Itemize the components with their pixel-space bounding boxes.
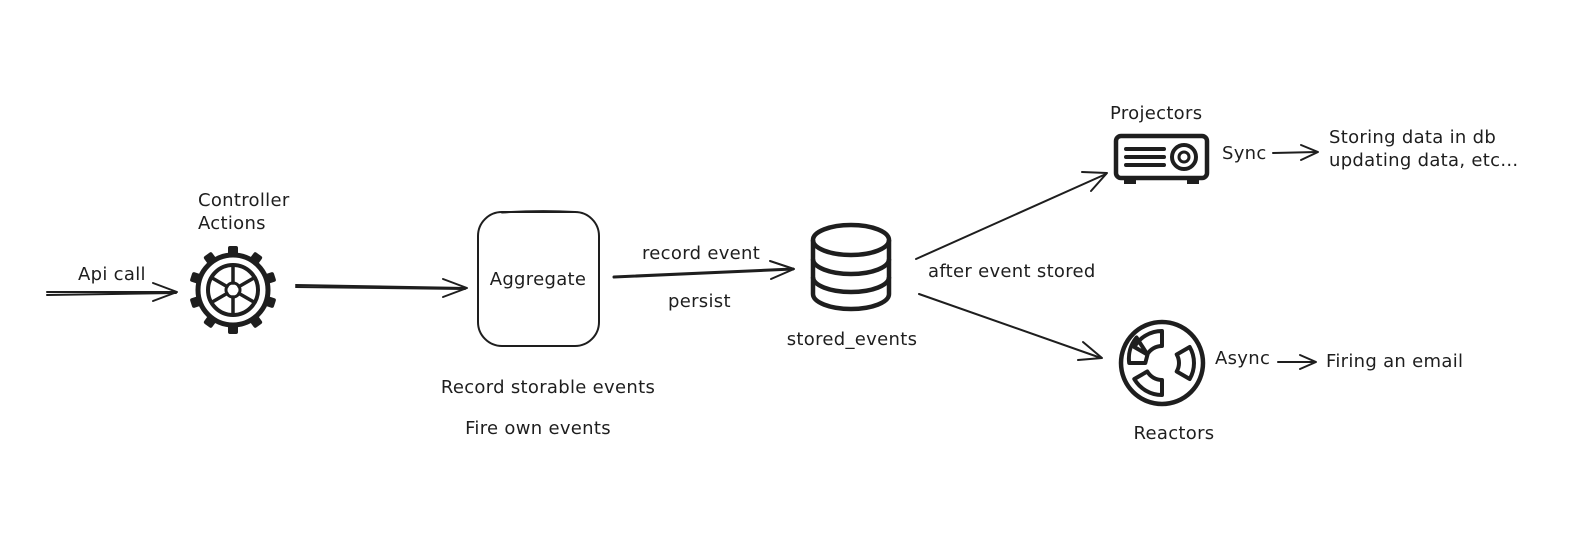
record-storable-events-label: Record storable events — [441, 377, 655, 398]
reactor-result-label: Firing an email — [1326, 351, 1463, 372]
sync-arrow — [1272, 144, 1319, 161]
projector-icon — [1113, 133, 1210, 184]
controller-to-aggregate-arrow — [295, 278, 468, 298]
projector-result-line1: Storing data in db — [1329, 127, 1496, 148]
sync-label: Sync — [1222, 143, 1267, 164]
api-call-label: Api call — [78, 264, 146, 285]
radiation-icon — [1118, 319, 1206, 407]
persist-label: persist — [668, 291, 731, 312]
stored-events-label: stored_events — [787, 329, 918, 350]
controller-label-line1: Controller — [198, 190, 290, 211]
async-label: Async — [1215, 348, 1270, 369]
api-call-arrow — [46, 282, 178, 302]
async-arrow — [1277, 354, 1317, 370]
after-event-stored-label: after event stored — [928, 261, 1096, 282]
aggregate-to-store-arrow — [612, 260, 795, 280]
projector-result-line2: updating data, etc... — [1329, 150, 1518, 171]
store-to-reactors-arrow — [918, 293, 1103, 361]
controller-label-line2: Actions — [198, 213, 266, 234]
fire-own-events-label: Fire own events — [465, 418, 611, 439]
projectors-label: Projectors — [1110, 103, 1202, 124]
reactors-label: Reactors — [1134, 423, 1215, 444]
store-to-projectors-arrow — [915, 171, 1108, 260]
aggregate-label: Aggregate — [490, 269, 587, 290]
database-icon — [810, 222, 892, 312]
gear-icon — [190, 246, 276, 334]
record-event-label: record event — [642, 243, 760, 264]
